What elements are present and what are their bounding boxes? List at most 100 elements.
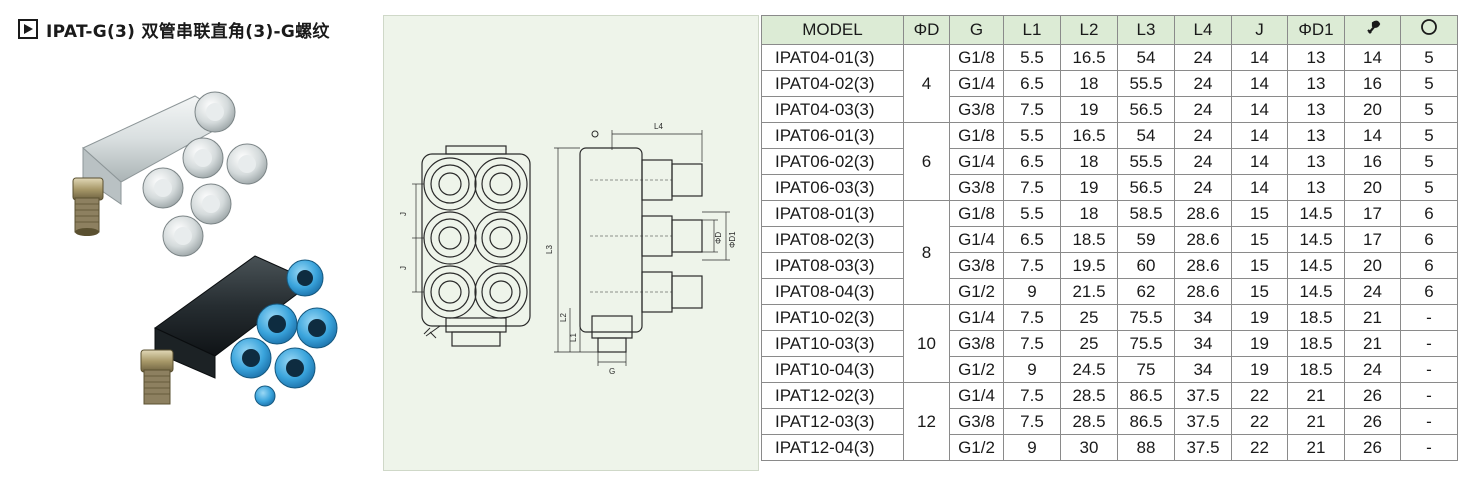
- hex-size-cell: -: [1400, 304, 1458, 331]
- l3-cell: 54: [1117, 122, 1175, 149]
- col-header-wrench: [1344, 15, 1401, 45]
- wrench-size-cell: 14: [1344, 44, 1401, 71]
- l2-cell: 18: [1060, 200, 1118, 227]
- col-header-model: MODEL: [761, 15, 904, 45]
- od1-cell: 14.5: [1287, 252, 1345, 279]
- hex-size-cell: 5: [1400, 148, 1458, 175]
- wrench-size-cell: 14: [1344, 122, 1401, 149]
- l1-cell: 5.5: [1003, 44, 1061, 71]
- od1-cell: 21: [1287, 408, 1345, 435]
- l4-cell: 28.6: [1174, 226, 1232, 253]
- hex-size-cell: 6: [1400, 278, 1458, 305]
- col-header-l1: L1: [1003, 15, 1061, 45]
- l3-cell: 56.5: [1117, 96, 1175, 123]
- od1-cell: 13: [1287, 122, 1345, 149]
- l4-cell: 34: [1174, 304, 1232, 331]
- side-view: [579, 147, 703, 353]
- l2-cell: 28.5: [1060, 382, 1118, 409]
- black-fitting: [140, 255, 338, 407]
- dim-label-l4: L4: [654, 122, 663, 131]
- dim-label-l3: L3: [545, 245, 554, 254]
- hex-size-cell: 6: [1400, 200, 1458, 227]
- j-cell: 15: [1231, 200, 1288, 227]
- g-cell: G1/8: [949, 44, 1004, 71]
- hex-size-cell: 5: [1400, 122, 1458, 149]
- model-cell: IPAT06-01(3): [761, 122, 904, 149]
- model-cell: IPAT08-01(3): [761, 200, 904, 227]
- g-cell: G1/4: [949, 304, 1004, 331]
- wrench-size-cell: 26: [1344, 408, 1401, 435]
- page-title: IPAT-G(3) 双管串联直角(3)-G螺纹: [18, 16, 330, 42]
- model-cell: IPAT08-03(3): [761, 252, 904, 279]
- model-cell: IPAT12-03(3): [761, 408, 904, 435]
- l4-cell: 37.5: [1174, 434, 1232, 461]
- j-cell: 22: [1231, 434, 1288, 461]
- dim-label-l2: L2: [559, 313, 568, 322]
- l1-cell: 7.5: [1003, 408, 1061, 435]
- g-cell: G1/8: [949, 200, 1004, 227]
- l3-cell: 55.5: [1117, 70, 1175, 97]
- wrench-size-cell: 26: [1344, 434, 1401, 461]
- j-cell: 14: [1231, 174, 1288, 201]
- model-cell: IPAT04-03(3): [761, 96, 904, 123]
- g-cell: G3/8: [949, 96, 1004, 123]
- model-cell: IPAT12-04(3): [761, 434, 904, 461]
- l1-cell: 9: [1003, 278, 1061, 305]
- l3-cell: 62: [1117, 278, 1175, 305]
- l2-cell: 28.5: [1060, 408, 1118, 435]
- od1-cell: 21: [1287, 382, 1345, 409]
- l4-cell: 34: [1174, 356, 1232, 383]
- g-cell: G1/4: [949, 148, 1004, 175]
- g-cell: G1/4: [949, 226, 1004, 253]
- wrench-icon: [1366, 20, 1380, 34]
- l3-cell: 55.5: [1117, 148, 1175, 175]
- wrench-size-cell: 21: [1344, 304, 1401, 331]
- od1-cell: 18.5: [1287, 356, 1345, 383]
- l1-cell: 5.5: [1003, 122, 1061, 149]
- l3-cell: 54: [1117, 44, 1175, 71]
- j-cell: 19: [1231, 356, 1288, 383]
- model-cell: IPAT08-04(3): [761, 278, 904, 305]
- l4-cell: 24: [1174, 96, 1232, 123]
- table-header-row: MODEL ΦD G L1 L2 L3 L4 J ΦD1: [761, 15, 1458, 45]
- j-cell: 14: [1231, 96, 1288, 123]
- dim-label-d: ΦD: [714, 232, 723, 244]
- hex-size-cell: 5: [1400, 70, 1458, 97]
- l1-cell: 6.5: [1003, 148, 1061, 175]
- g-cell: G1/2: [949, 278, 1004, 305]
- l3-cell: 75.5: [1117, 304, 1175, 331]
- col-header-j: J: [1231, 15, 1288, 45]
- l2-cell: 19.5: [1060, 252, 1118, 279]
- l2-cell: 25: [1060, 330, 1118, 357]
- wrench-size-cell: 20: [1344, 174, 1401, 201]
- od1-cell: 14.5: [1287, 200, 1345, 227]
- hex-icon: [591, 130, 599, 138]
- g-cell: G3/8: [949, 408, 1004, 435]
- hex-size-cell: 6: [1400, 226, 1458, 253]
- j-cell: 14: [1231, 44, 1288, 71]
- hex-size-cell: 5: [1400, 96, 1458, 123]
- g-cell: G3/8: [949, 252, 1004, 279]
- l1-cell: 5.5: [1003, 200, 1061, 227]
- technical-drawing: J J L4: [383, 15, 759, 471]
- model-cell: IPAT04-02(3): [761, 70, 904, 97]
- j-cell: 14: [1231, 70, 1288, 97]
- hex-size-cell: -: [1400, 330, 1458, 357]
- l3-cell: 88: [1117, 434, 1175, 461]
- g-cell: G3/8: [949, 330, 1004, 357]
- wrench-size-cell: 20: [1344, 252, 1401, 279]
- l1-cell: 7.5: [1003, 382, 1061, 409]
- l3-cell: 60: [1117, 252, 1175, 279]
- l4-cell: 24: [1174, 44, 1232, 71]
- model-cell: IPAT10-02(3): [761, 304, 904, 331]
- od1-cell: 13: [1287, 44, 1345, 71]
